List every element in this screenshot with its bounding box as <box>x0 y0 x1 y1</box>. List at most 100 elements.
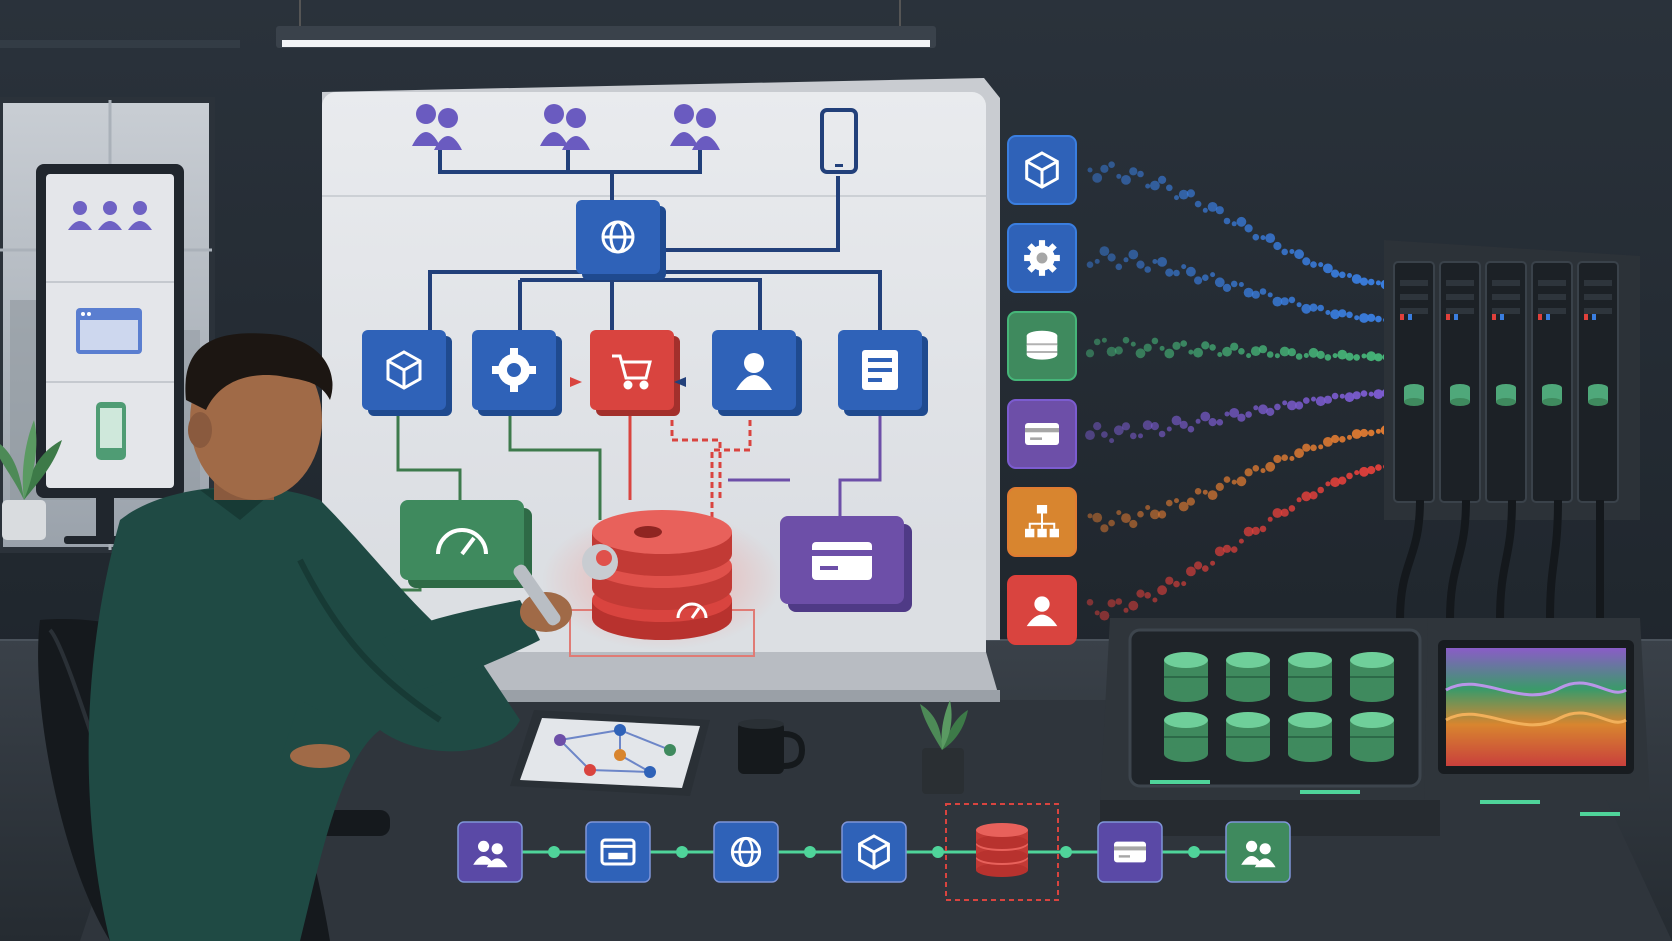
stream-dot <box>1202 565 1209 572</box>
stream-dot <box>1099 610 1110 621</box>
stream-dot <box>1361 353 1367 359</box>
stream-dot <box>1375 280 1381 286</box>
users-icon <box>1241 840 1276 868</box>
stream-dot <box>1339 271 1346 279</box>
stream-dot <box>1295 353 1303 360</box>
stream-dot <box>1152 259 1158 264</box>
stream-dot <box>1135 348 1146 359</box>
stream-dot <box>1317 304 1324 312</box>
stream-dot <box>1258 345 1268 354</box>
stream-tile-1 <box>1007 223 1077 293</box>
stream-dot <box>1259 525 1267 533</box>
gateway-box <box>576 200 666 280</box>
stream-dot <box>1181 581 1187 587</box>
stream-dot <box>1345 352 1354 361</box>
stream-dot <box>1272 296 1283 307</box>
cube-icon <box>858 834 890 870</box>
card-icon <box>1025 422 1059 446</box>
stream-dot <box>1086 599 1094 606</box>
stream-dot <box>1085 349 1095 358</box>
document-icon <box>862 350 898 390</box>
stream-dot <box>1244 224 1253 233</box>
stream-dot <box>1347 273 1352 278</box>
stream-dot <box>1116 173 1122 179</box>
stream-dot <box>1222 283 1232 292</box>
stream-dot <box>1236 476 1247 487</box>
stream-dot <box>1337 349 1348 360</box>
stream-dot <box>1150 180 1160 191</box>
stream-dot <box>1359 428 1369 438</box>
stream-dot <box>1151 337 1159 345</box>
stream-dot <box>1351 274 1362 284</box>
stream-dot <box>1222 544 1232 553</box>
stream-dot <box>1367 429 1375 437</box>
pipeline-step-2 <box>713 821 816 883</box>
users-icon <box>540 104 590 150</box>
stream-dot <box>1367 313 1376 322</box>
stream-dot <box>1366 351 1377 362</box>
stream-dot <box>1194 200 1202 208</box>
stream-dot <box>1243 287 1254 298</box>
gauge-icon <box>436 528 488 556</box>
stream-dot <box>1230 546 1238 553</box>
stream-dot <box>1230 280 1238 288</box>
stream-dot <box>1303 353 1309 358</box>
gear-icon <box>1024 240 1060 276</box>
stream-dot <box>1359 277 1369 286</box>
stream-tile-2 <box>1007 311 1077 381</box>
stream-dot <box>1318 262 1324 268</box>
stream-dot <box>1116 510 1122 516</box>
stream-dot <box>1223 217 1231 225</box>
stream-dot <box>1092 173 1103 183</box>
stream-dot <box>1236 216 1247 227</box>
browser-icon <box>600 838 636 866</box>
users-icon <box>68 201 152 230</box>
pipeline-step-1 <box>585 821 688 883</box>
stream-dot <box>1289 249 1295 254</box>
stream-dot <box>1165 268 1174 277</box>
stream-dot <box>1346 472 1353 480</box>
stream-dot <box>1186 266 1196 277</box>
stream-tile-5 <box>1007 575 1077 645</box>
stream-dot <box>1331 434 1340 444</box>
stream-dot <box>1087 167 1093 173</box>
stream-dot <box>1107 599 1116 608</box>
stream-dot <box>1157 585 1167 596</box>
pipeline <box>457 803 1291 901</box>
stream-dot <box>1136 260 1145 269</box>
stream-dot <box>1288 505 1296 512</box>
stream-dot <box>1152 597 1158 603</box>
stream-dot <box>1375 464 1382 471</box>
stream-dot <box>1208 418 1217 427</box>
server-rack <box>1384 240 1640 621</box>
stream-dot <box>1108 519 1115 527</box>
desk-plant <box>920 700 968 794</box>
stream-dot <box>1194 276 1203 285</box>
stream-dot <box>1302 443 1311 452</box>
stream-dot <box>1099 246 1110 256</box>
stream-dot <box>1187 425 1195 433</box>
stream-dot <box>1186 189 1195 198</box>
stream-dot <box>1331 269 1340 278</box>
stream-dot <box>1243 526 1254 537</box>
stream-dot <box>1274 403 1281 411</box>
stream-dot <box>1186 566 1196 577</box>
stream-dot <box>1201 341 1210 350</box>
stream-dot <box>1338 476 1347 485</box>
service-gear <box>472 330 562 416</box>
stream-dot <box>1158 510 1167 519</box>
stream-dot <box>1085 430 1095 440</box>
stream-dot <box>1353 354 1360 361</box>
stream-dot <box>1122 336 1130 344</box>
stream-dot <box>1367 466 1376 475</box>
stream-dot <box>1207 490 1218 500</box>
stream-dot <box>1346 311 1353 319</box>
smartphone-icon <box>96 402 126 460</box>
stream-dot <box>1325 481 1331 487</box>
stream-dot <box>1354 315 1360 321</box>
stream-dot <box>1309 491 1318 500</box>
service-user <box>712 330 802 416</box>
stream-dot <box>1311 396 1316 402</box>
stream-dot <box>1157 257 1167 267</box>
